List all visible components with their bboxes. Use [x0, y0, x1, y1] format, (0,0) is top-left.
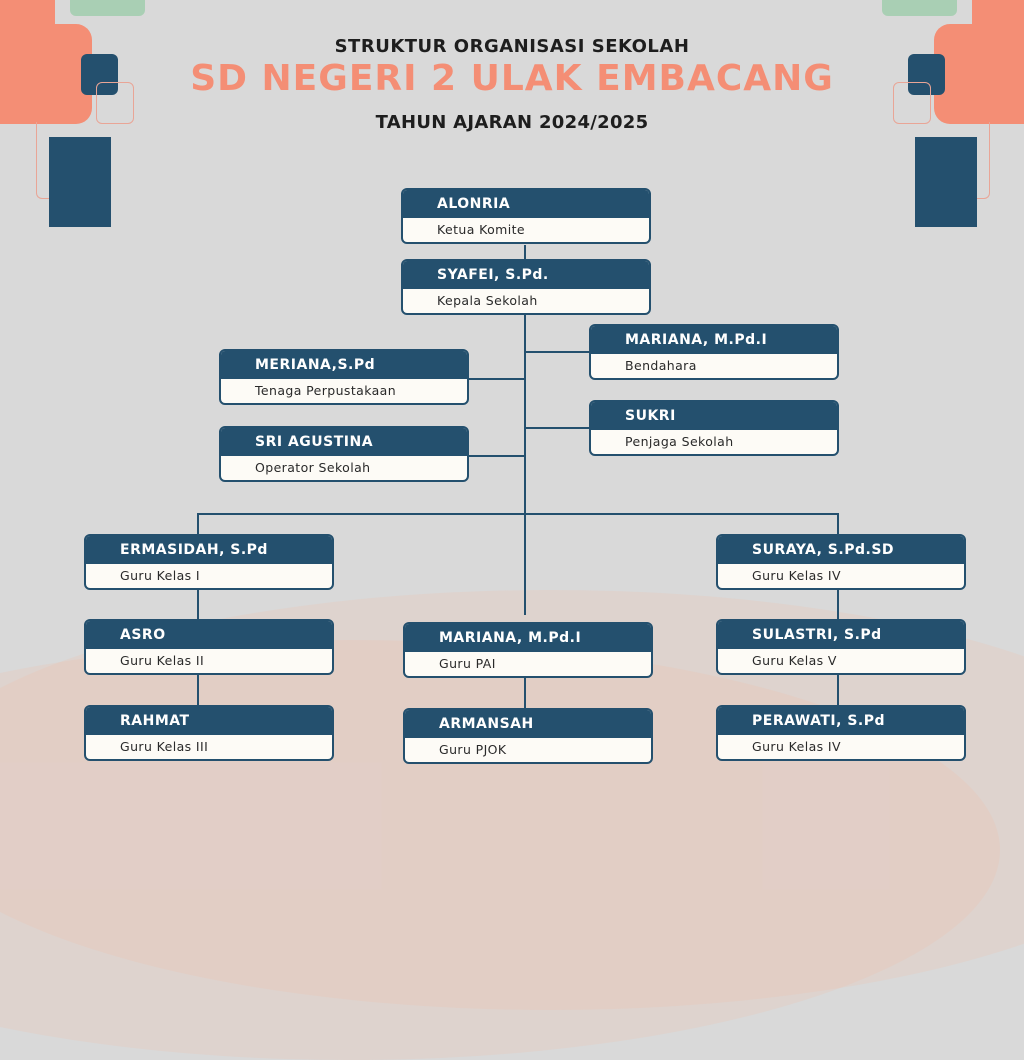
- decor-outline-square: [893, 82, 931, 124]
- school-name: SD NEGERI 2 ULAK EMBACANG: [190, 58, 834, 99]
- decor-navy-square: [908, 54, 945, 95]
- member-role: Tenaga Perpustakaan: [255, 383, 397, 398]
- connector-line: [837, 513, 839, 535]
- connector-line: [468, 455, 524, 457]
- member-name: ASRO: [86, 621, 332, 649]
- member-role: Guru Kelas IV: [752, 568, 841, 583]
- org-card-teacher: ERMASIDAH, S.Pd Guru Kelas I: [84, 534, 334, 590]
- member-role: Operator Sekolah: [255, 460, 371, 475]
- decor-navy-rect: [49, 137, 111, 227]
- connector-line: [197, 513, 199, 535]
- member-role: Guru PJOK: [439, 742, 507, 757]
- member-role: Guru Kelas V: [752, 653, 837, 668]
- member-role: Guru Kelas IV: [752, 739, 841, 754]
- member-name: SUKRI: [591, 402, 837, 430]
- org-card-teacher: SULASTRI, S.Pd Guru Kelas V: [716, 619, 966, 675]
- org-card-teacher: RAHMAT Guru Kelas III: [84, 705, 334, 761]
- member-role: Guru Kelas II: [120, 653, 205, 668]
- member-role: Guru Kelas I: [120, 568, 201, 583]
- connector-line: [524, 245, 526, 615]
- connector-line: [837, 588, 839, 620]
- org-card-teacher: ASRO Guru Kelas II: [84, 619, 334, 675]
- member-name: SYAFEI, S.Pd.: [403, 261, 649, 289]
- member-name: SULASTRI, S.Pd: [718, 621, 964, 649]
- member-name: ERMASIDAH, S.Pd: [86, 536, 332, 564]
- org-card-guard: SUKRI Penjaga Sekolah: [589, 400, 839, 456]
- member-role: Bendahara: [625, 358, 697, 373]
- org-card-teacher: ARMANSAH Guru PJOK: [403, 708, 653, 764]
- member-name: ALONRIA: [403, 190, 649, 218]
- member-role: Guru Kelas III: [120, 739, 209, 754]
- member-role: Guru PAI: [439, 656, 496, 671]
- member-name: RAHMAT: [86, 707, 332, 735]
- org-card-teacher: SURAYA, S.Pd.SD Guru Kelas IV: [716, 534, 966, 590]
- member-name: MERIANA,S.Pd: [221, 351, 467, 379]
- member-name: SURAYA, S.Pd.SD: [718, 536, 964, 564]
- org-card-teacher: MARIANA, M.Pd.I Guru PAI: [403, 622, 653, 678]
- connector-line: [526, 351, 590, 353]
- decor-salmon-block: [934, 24, 1024, 124]
- org-card-librarian: MERIANA,S.Pd Tenaga Perpustakaan: [219, 349, 469, 405]
- decor-navy-rect: [915, 137, 977, 227]
- member-name: SRI AGUSTINA: [221, 428, 467, 456]
- member-name: PERAWATI, S.Pd: [718, 707, 964, 735]
- decor-outline-square: [96, 82, 134, 124]
- decor-green-block: [70, 0, 145, 16]
- connector-line: [197, 513, 839, 515]
- decor-navy-square: [81, 54, 118, 95]
- connector-line: [197, 588, 199, 620]
- member-role: Penjaga Sekolah: [625, 434, 734, 449]
- connector-line: [524, 677, 526, 709]
- chart-title: STRUKTUR ORGANISASI SEKOLAH: [334, 36, 690, 57]
- member-name: MARIANA, M.Pd.I: [591, 326, 837, 354]
- org-card-teacher: PERAWATI, S.Pd Guru Kelas IV: [716, 705, 966, 761]
- org-card-operator: SRI AGUSTINA Operator Sekolah: [219, 426, 469, 482]
- org-card-treasurer: MARIANA, M.Pd.I Bendahara: [589, 324, 839, 380]
- connector-line: [837, 674, 839, 706]
- connector-line: [526, 427, 590, 429]
- member-role: Kepala Sekolah: [437, 293, 538, 308]
- decor-salmon-block: [0, 24, 92, 124]
- academic-year: TAHUN AJARAN 2024/2025: [375, 112, 649, 133]
- member-name: MARIANA, M.Pd.I: [405, 624, 651, 652]
- member-name: ARMANSAH: [405, 710, 651, 738]
- member-role: Ketua Komite: [437, 222, 525, 237]
- decor-green-block: [882, 0, 957, 16]
- org-card-principal: SYAFEI, S.Pd. Kepala Sekolah: [401, 259, 651, 315]
- connector-line: [468, 378, 524, 380]
- org-card-committee: ALONRIA Ketua Komite: [401, 188, 651, 244]
- connector-line: [197, 674, 199, 706]
